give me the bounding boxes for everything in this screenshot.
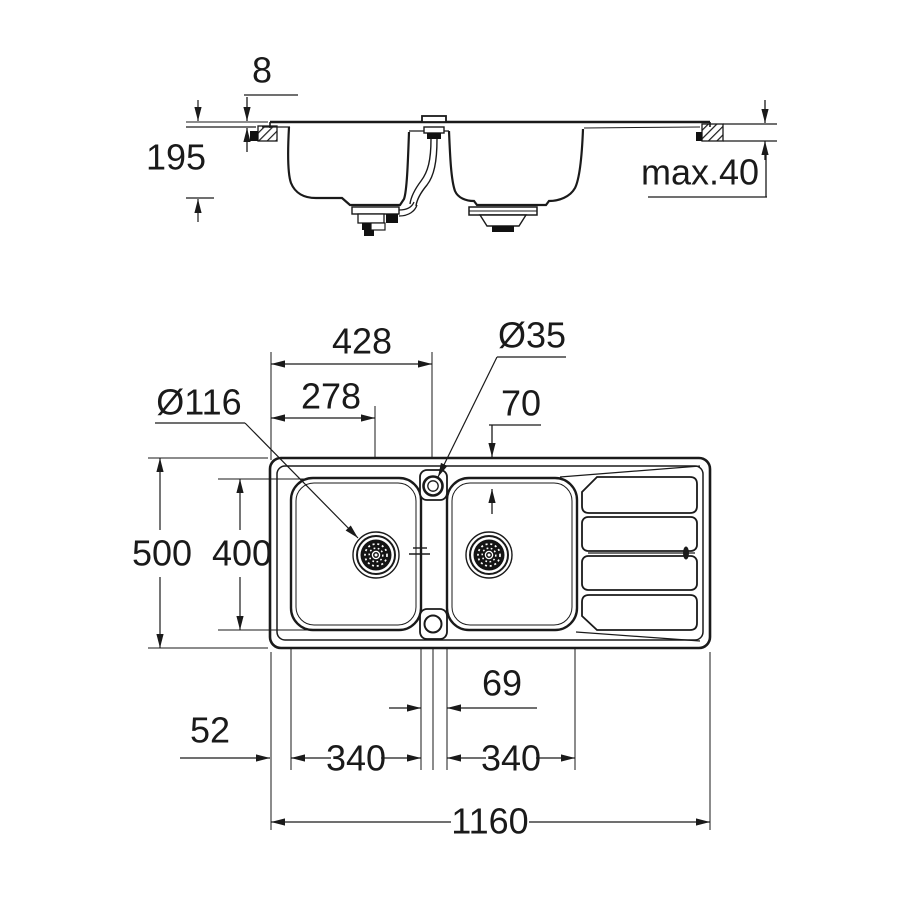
- dim-label-overall-length: 1160: [451, 801, 528, 842]
- dim-overall-length: 1160: [271, 801, 710, 842]
- countertop-left-cross-section: [186, 125, 278, 142]
- countertop-right-cross-section: [696, 123, 777, 142]
- dim-bowl-inner-depth: 400: [212, 479, 272, 630]
- tap-boss: [421, 115, 447, 123]
- dim-label-counter-thickness: max.40: [641, 152, 759, 193]
- drainboard: [581, 476, 698, 631]
- right-bowl-profile: [447, 128, 585, 207]
- dim-tap-hole-diameter: Ø35: [437, 315, 566, 478]
- dim-label-bowl-depth: 195: [146, 137, 206, 178]
- right-strainer-basket: [468, 206, 538, 232]
- drainboard-slope-line-top: [559, 465, 701, 478]
- tap-hole-front: [419, 608, 448, 640]
- left-bowl-profile: [287, 126, 411, 207]
- dim-label-drain-from-left: 278: [301, 376, 361, 417]
- dim-label-bowl-inner-depth: 400: [212, 533, 272, 574]
- dim-overall-depth: 500: [132, 458, 192, 648]
- dim-drain-from-left: 278: [271, 376, 375, 422]
- dim-label-left-margin: 52: [190, 710, 230, 751]
- drainboard-panel-4: [581, 594, 698, 631]
- dim-label-tap-from-rear: 70: [501, 383, 541, 424]
- dim-tap-from-left: 428: [271, 321, 432, 368]
- dim-tap-from-rear: 70: [488, 383, 541, 514]
- dim-bowl-gap: 69: [389, 663, 537, 712]
- dim-left-bowl-width: 340: [291, 738, 421, 779]
- sink-rim-profile: [262, 115, 711, 132]
- left-drain: [352, 531, 400, 579]
- sink-inner-rim: [276, 465, 704, 641]
- tap-hole-rear: [419, 469, 448, 501]
- right-drain: [465, 531, 513, 579]
- drainboard-panel-3: [581, 555, 698, 591]
- dim-label-tap-from-left: 428: [332, 321, 392, 362]
- dim-drain-diameter: Ø116: [155, 382, 359, 539]
- dim-label-drain-diameter: Ø116: [156, 382, 241, 423]
- left-drain-trap: [351, 201, 418, 236]
- centerline-mark: [409, 547, 430, 555]
- overflow-pipe: [409, 126, 445, 207]
- drainboard-panel-2: [581, 516, 698, 552]
- dim-label-left-bowl-width: 340: [326, 738, 386, 779]
- section-view: 8 195 max.40: [146, 50, 777, 236]
- dim-label-tap-hole-diameter: Ø35: [498, 315, 566, 356]
- drainboard-slope-line-bottom: [575, 631, 701, 642]
- dim-right-bowl-width: 340: [447, 738, 575, 779]
- dim-rim-height: 8: [243, 50, 298, 152]
- dim-left-margin: 52: [180, 710, 270, 762]
- dim-label-bowl-gap: 69: [482, 663, 522, 704]
- dim-counter-thickness: max.40: [641, 100, 769, 198]
- dim-bowl-depth: 195: [146, 100, 268, 222]
- dim-label-right-bowl-width: 340: [481, 738, 541, 779]
- dim-label-overall-depth: 500: [132, 533, 192, 574]
- left-bowl: [289, 476, 423, 632]
- plan-view: 428 278 Ø35 70: [132, 315, 712, 842]
- drainboard-panel-1: [581, 476, 698, 514]
- dim-label-rim-height: 8: [252, 50, 272, 91]
